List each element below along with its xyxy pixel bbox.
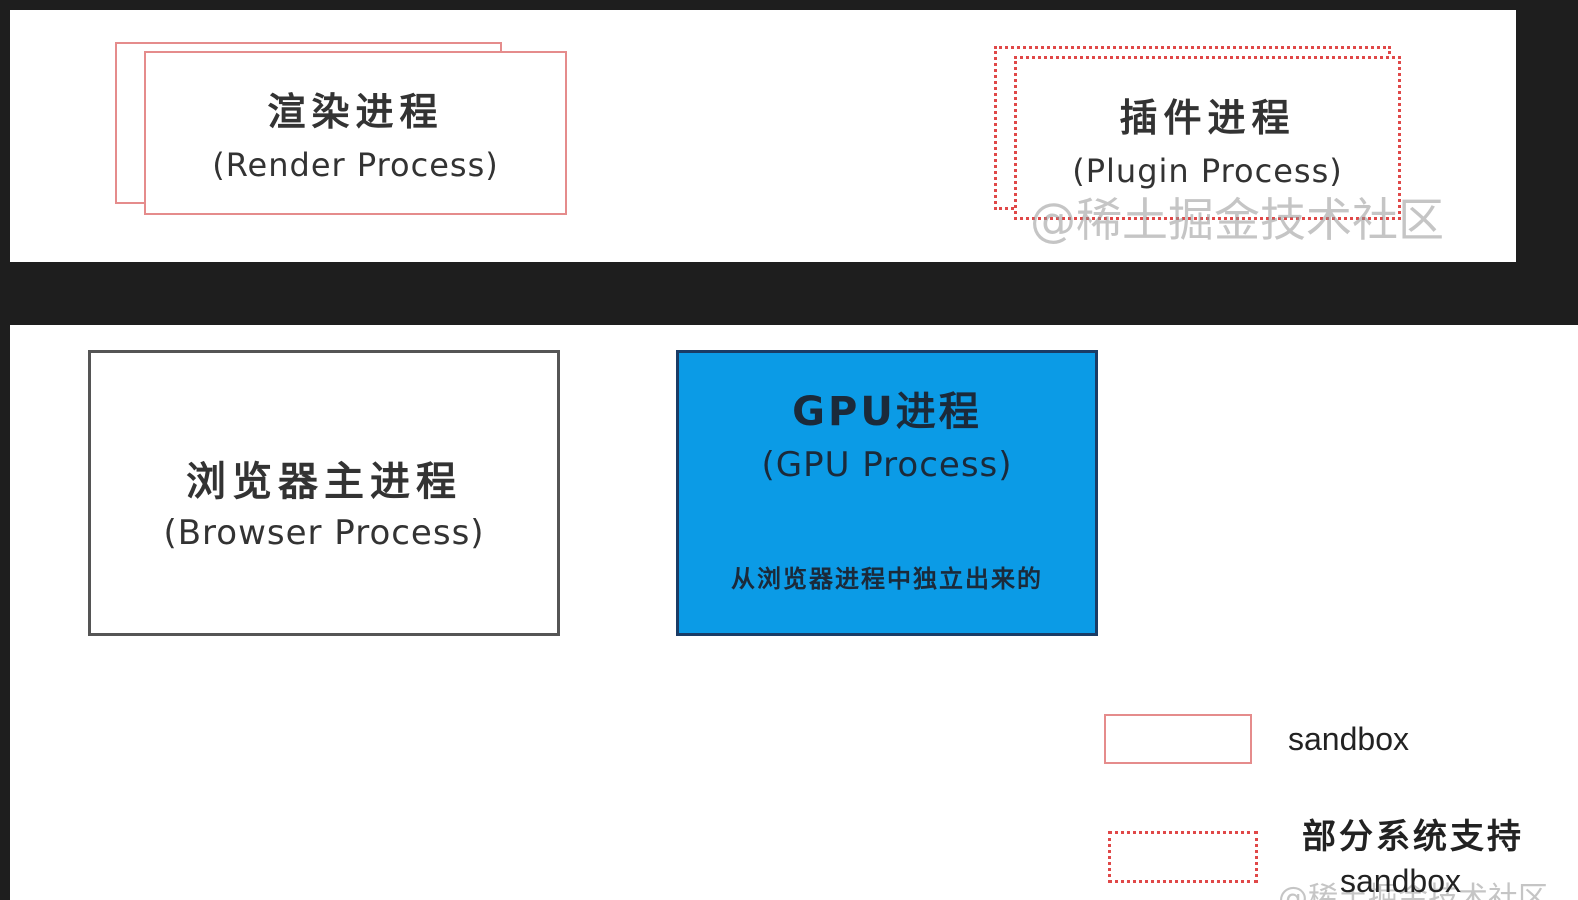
legend-partial-sandbox-label-2: sandbox [1340, 863, 1461, 899]
browser-process-box: 浏览器主进程 (Browser Process) [88, 350, 560, 636]
plugin-process-title-en: (Plugin Process) [1072, 152, 1343, 190]
legend-partial-sandbox-label: 部分系统支持 [1302, 817, 1524, 857]
plugin-process-title-cn: 插件进程 [1119, 96, 1296, 140]
render-process-box: 渲染进程 (Render Process) [144, 51, 567, 215]
plugin-process-box: 插件进程 (Plugin Process) [1014, 56, 1401, 220]
watermark: @稀土掘金技术社区 [1030, 193, 1444, 247]
browser-process-title-cn: 浏览器主进程 [186, 459, 462, 505]
gpu-process-note: 从浏览器进程中独立出来的 [731, 565, 1043, 593]
legend-partial-sandbox-swatch [1108, 831, 1258, 883]
render-process-title-en: (Render Process) [212, 146, 499, 184]
browser-process-title-en: (Browser Process) [163, 513, 485, 553]
watermark-bottom: @稀土掘金技术社区 [1278, 881, 1548, 900]
gpu-process-title-en: (GPU Process) [761, 445, 1013, 485]
bottom-diagram-panel: 浏览器主进程 (Browser Process) GPU进程 (GPU Proc… [10, 325, 1578, 900]
gpu-process-box: GPU进程 (GPU Process) 从浏览器进程中独立出来的 [676, 350, 1098, 636]
legend-sandbox-label: sandbox [1288, 721, 1409, 757]
gpu-process-title-cn: GPU进程 [792, 389, 982, 435]
top-diagram-panel: 渲染进程 (Render Process) 插件进程 (Plugin Proce… [10, 10, 1516, 262]
render-process-title-cn: 渲染进程 [267, 90, 444, 134]
legend-sandbox-swatch [1104, 714, 1252, 764]
